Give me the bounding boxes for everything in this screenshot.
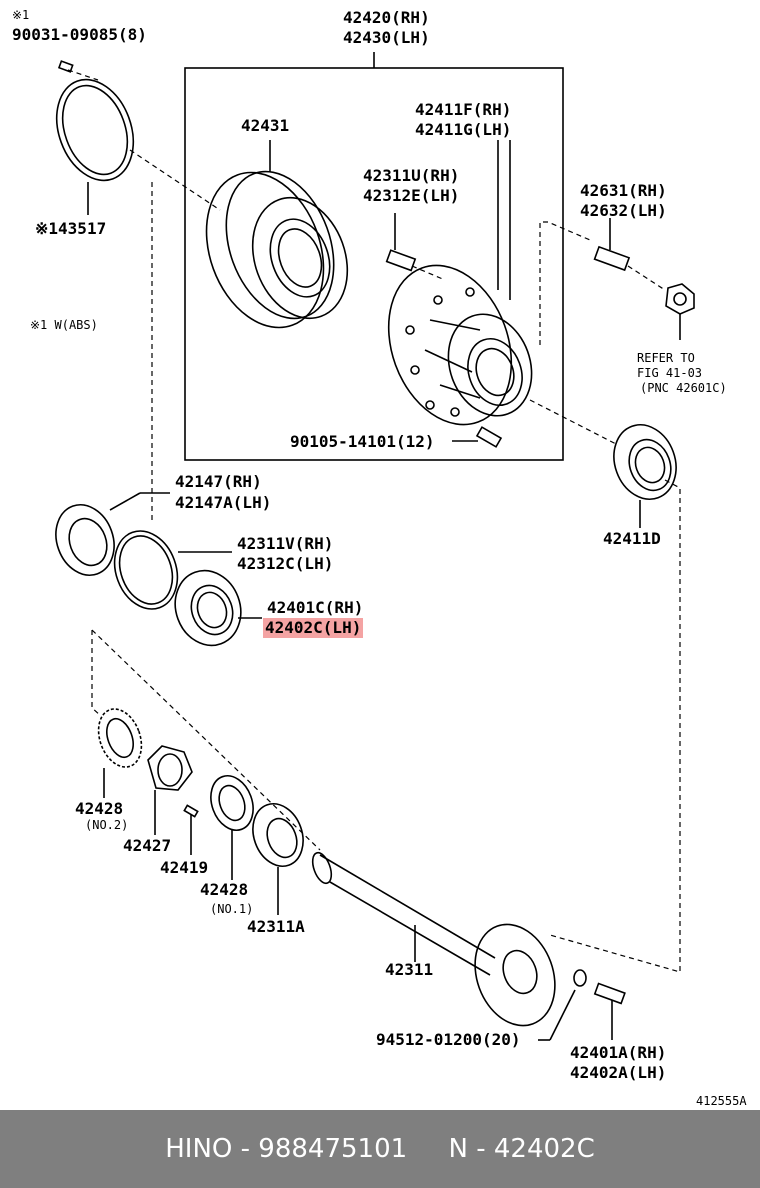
lock-nut-part <box>147 745 193 791</box>
refer-note-line2: FIG 41-03 <box>637 366 703 380</box>
axle-seal-part <box>252 803 304 867</box>
refer-note-line1: REFER TO <box>637 351 695 365</box>
label-42311v: 42311V(RH) <box>237 534 334 553</box>
label-143517: ※143517 <box>35 219 107 238</box>
oil-seal-part <box>55 504 115 576</box>
label-42411d: 42411D <box>603 529 661 548</box>
lock-washer-no2-part <box>97 708 143 768</box>
label-90031-09085: 90031-09085(8) <box>12 25 147 44</box>
wheel-bolt-part <box>475 426 503 448</box>
label-42312c: 42312C(LH) <box>237 554 334 573</box>
label-42411f: 42411F(RH) <box>415 100 512 119</box>
label-42311a: 42311A <box>247 917 305 936</box>
footer-bar: HINO - 988475101 N - 42402C <box>0 1110 760 1188</box>
axle-shaft-part <box>311 851 556 1027</box>
footer-part-number: N - 42402C <box>448 1134 595 1164</box>
bearing-race-part <box>113 530 179 610</box>
label-42428-no1: 42428 <box>200 880 249 899</box>
label-42147a: 42147A(LH) <box>175 493 272 512</box>
wheel-stud-part <box>593 245 631 272</box>
label-42311u: 42311U(RH) <box>363 166 460 185</box>
footer-spacer <box>407 1134 448 1164</box>
set-screw-part <box>183 804 199 818</box>
label-no1: (NO.1) <box>210 902 254 916</box>
label-94512-01200: 94512-01200(20) <box>376 1030 521 1049</box>
label-42419: 42419 <box>160 858 209 877</box>
label-42431: 42431 <box>241 116 290 135</box>
abs-note: ※1 W(ABS) <box>30 318 98 332</box>
axle-bolt-part <box>593 982 626 1005</box>
axle-washer-part <box>573 969 587 987</box>
exploded-parts-diagram <box>55 52 695 1041</box>
label-42147: 42147(RH) <box>175 472 262 491</box>
label-42428-no2: 42428 <box>75 799 124 818</box>
hub-bolt-part <box>385 249 417 272</box>
label-42401a: 42401A(RH) <box>570 1043 667 1062</box>
label-42427: 42427 <box>123 836 172 855</box>
label-42420: 42420(RH) <box>343 8 430 27</box>
hub-part <box>387 264 533 426</box>
refer-note-line3: (PNC 42601C) <box>640 381 727 395</box>
label-42311: 42311 <box>385 960 434 979</box>
label-42401c: 42401C(RH) <box>267 598 364 617</box>
label-42402a: 42402A(LH) <box>570 1063 667 1082</box>
label-90105-14101: 90105-14101(12) <box>290 432 435 451</box>
footer-brand-part: HINO - 988475101 <box>165 1134 408 1164</box>
label-42430: 42430(LH) <box>343 28 430 47</box>
abs-screw-part <box>57 60 74 73</box>
label-no2: (NO.2) <box>85 818 129 832</box>
abs-ring-part <box>55 78 135 182</box>
figure-number: 412555A <box>696 1094 747 1108</box>
label-42402c-highlighted[interactable]: 42402C(LH) <box>263 618 364 638</box>
wheel-nut-part <box>665 283 695 315</box>
inner-bearing-part <box>174 569 242 647</box>
abs-note-marker: ※1 <box>12 8 30 22</box>
label-42411g: 42411G(LH) <box>415 120 512 139</box>
label-42632: 42632(LH) <box>580 201 667 220</box>
brake-drum-part <box>205 170 349 329</box>
outer-bearing-part <box>613 424 677 500</box>
label-42312e: 42312E(LH) <box>363 186 460 205</box>
lock-washer-no1-part <box>210 775 254 831</box>
label-42631: 42631(RH) <box>580 181 667 200</box>
